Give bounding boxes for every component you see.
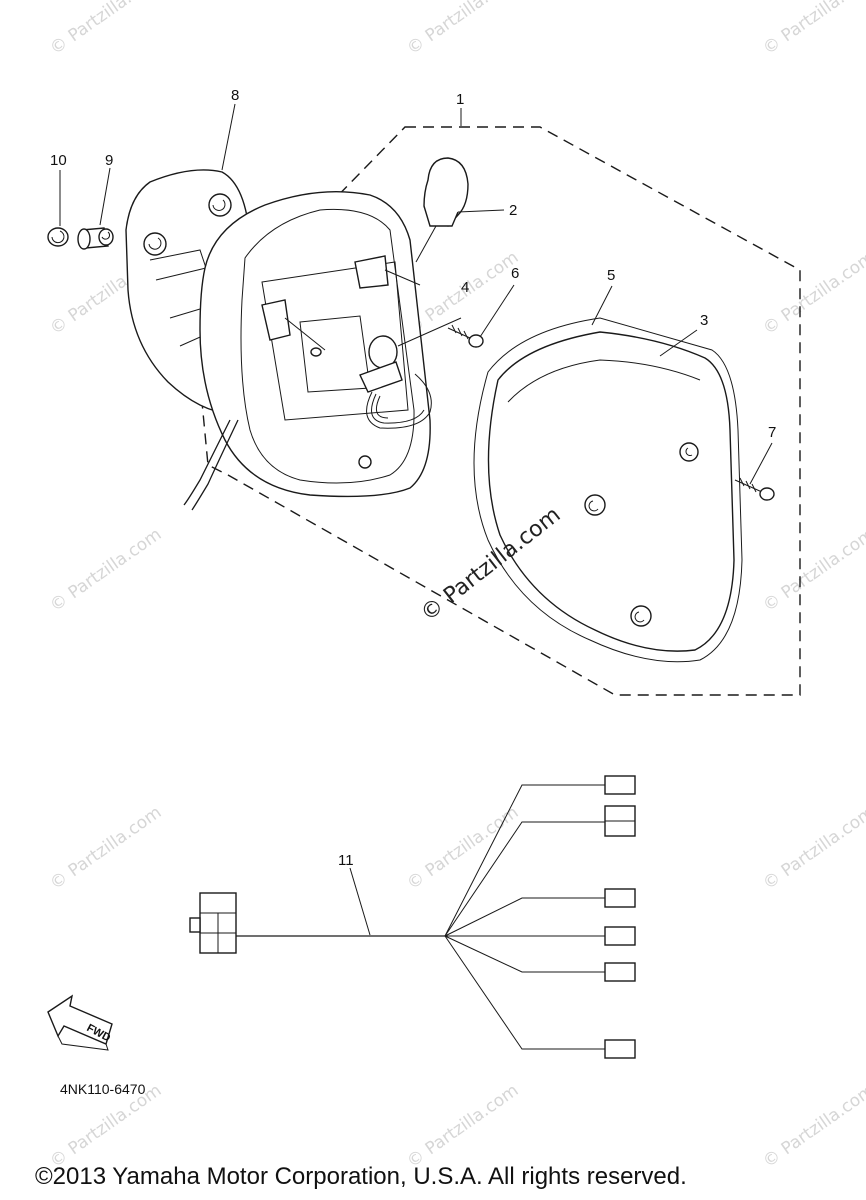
callout-labels: 1 2 3 4 5 6 7 8 9 10 11 <box>50 87 776 869</box>
bulb-socket <box>359 335 432 429</box>
callout-9: 9 <box>105 152 113 169</box>
callout-6: 6 <box>511 265 519 282</box>
callout-3: 3 <box>700 312 708 329</box>
watermark: © Partzilla.com <box>759 802 866 894</box>
bulb <box>415 157 469 263</box>
watermark: © Partzilla.com <box>403 0 522 59</box>
watermark: © Partzilla.com <box>759 524 866 616</box>
callout-5: 5 <box>607 267 615 284</box>
assembly-boundary <box>197 126 801 696</box>
watermark: © Partzilla.com <box>46 524 165 616</box>
lens <box>487 331 735 652</box>
fwd-arrow-icon: FWD <box>47 994 113 1051</box>
lens-screw <box>734 477 775 501</box>
callout-10: 10 <box>50 152 67 169</box>
wire-harness <box>189 775 636 1059</box>
callout-7: 7 <box>768 424 776 441</box>
lens-gasket <box>473 317 743 663</box>
diagram-code: 4NK110-6470 <box>60 1081 146 1097</box>
lamp-housing <box>183 190 431 511</box>
watermark: © Partzilla.com <box>403 1080 522 1172</box>
callout-8: 8 <box>231 87 239 104</box>
callout-11: 11 <box>338 852 354 869</box>
copyright-notice: ©2013 Yamaha Motor Corporation, U.S.A. A… <box>35 1163 687 1190</box>
watermark: © Partzilla.com <box>759 247 866 339</box>
callout-2: 2 <box>509 202 517 219</box>
watermark: © Partzilla.com <box>46 0 165 59</box>
callout-1: 1 <box>456 91 464 108</box>
nut <box>47 227 69 247</box>
leader-lines <box>59 103 773 936</box>
watermark: © Partzilla.com <box>46 802 165 894</box>
watermark: © Partzilla.com <box>759 1080 866 1172</box>
watermark: © Partzilla.com <box>759 0 866 59</box>
grommet <box>77 227 114 250</box>
callout-4: 4 <box>461 279 469 296</box>
screw <box>447 324 484 348</box>
